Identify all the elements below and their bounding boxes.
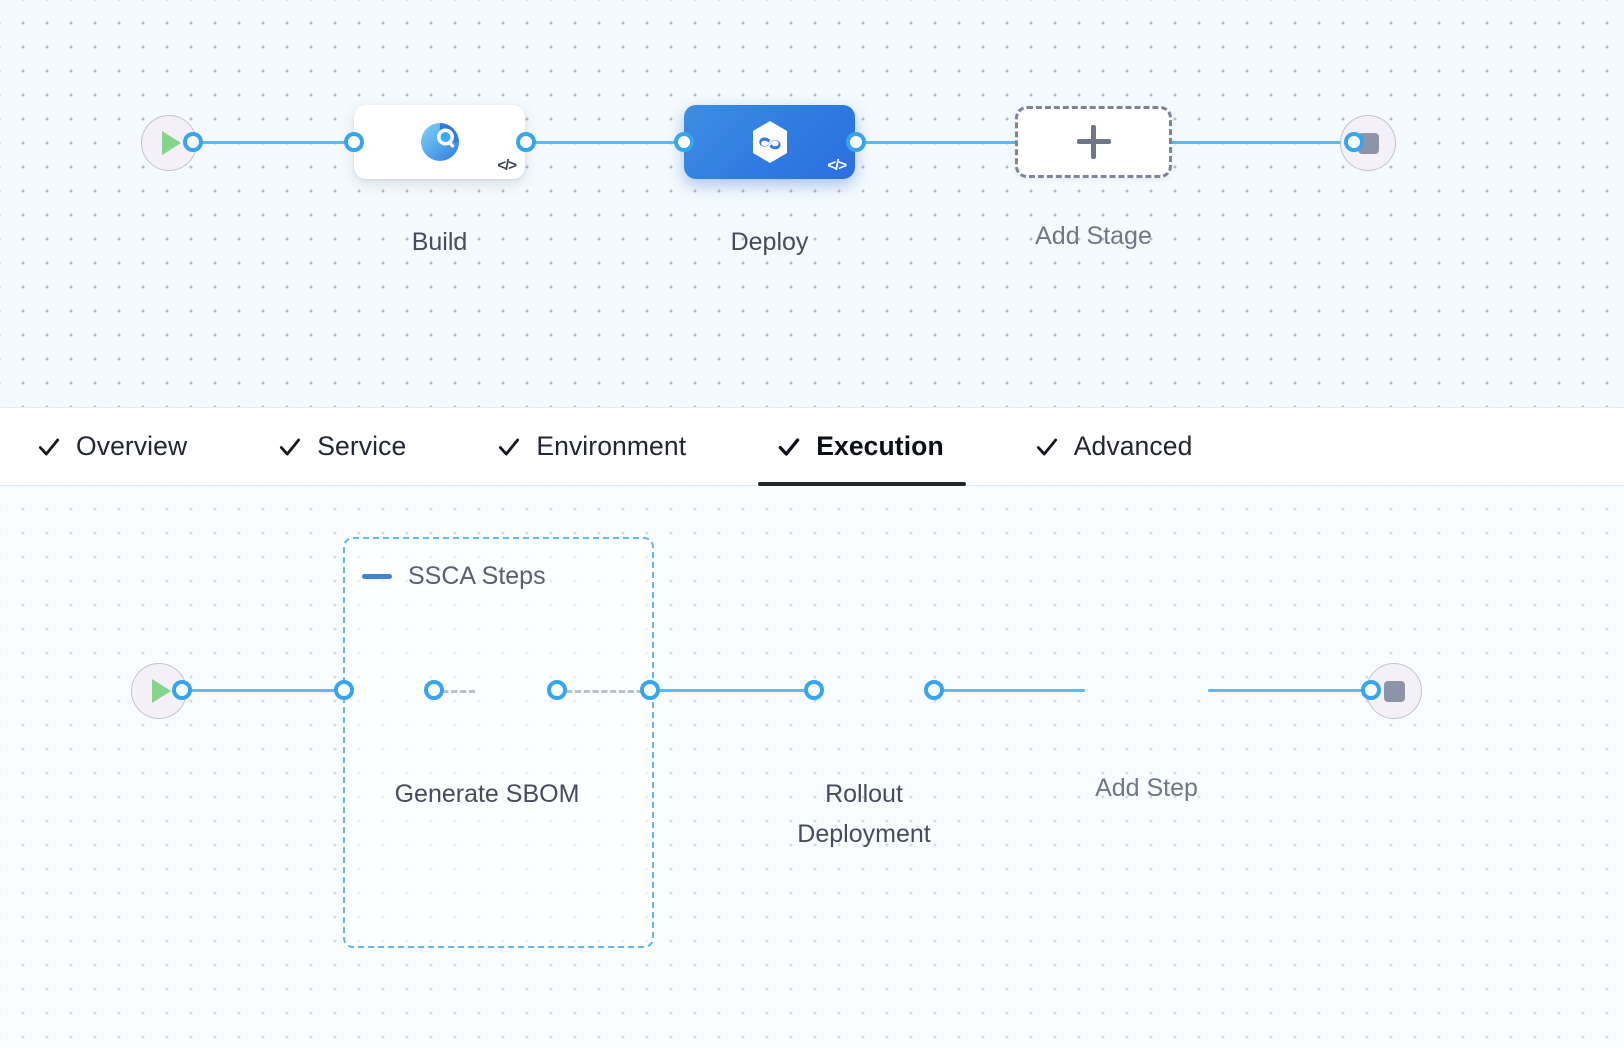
steps-end-port[interactable] (1361, 680, 1381, 700)
stop-icon (1383, 680, 1405, 702)
tab-label-advanced: Advanced (1073, 431, 1193, 461)
add-stage-label: Add Stage (1035, 222, 1152, 250)
play-icon (162, 131, 181, 155)
link-add-to-end (1168, 141, 1353, 144)
link-group-in-to-sbom (432, 690, 476, 693)
check-icon (778, 437, 800, 456)
add-step-label: Add Step (1095, 774, 1198, 802)
step-label-rollout-deployment: Rollout Deployment (797, 780, 931, 848)
deploy-port-out[interactable] (846, 132, 866, 152)
generate-sbom-port-in[interactable] (424, 680, 444, 700)
check-icon (280, 438, 301, 455)
tab-label-overview: Overview (76, 431, 188, 461)
stage-config-tabs[interactable]: Overview Service Environment Execution A (0, 408, 1624, 486)
build-pie-search-icon (420, 123, 459, 161)
build-port-in[interactable] (344, 132, 364, 152)
generate-sbom-port-out[interactable] (547, 680, 567, 700)
step-group-ssca-steps[interactable] (343, 537, 654, 948)
stage-card-build[interactable]: </> (354, 105, 525, 179)
group-port-out[interactable] (640, 680, 660, 700)
link-group-to-rollout (648, 689, 813, 692)
plus-icon (1076, 125, 1111, 159)
link-build-to-deploy (525, 141, 687, 144)
play-icon (152, 679, 171, 703)
tab-environment[interactable]: Environment (494, 408, 688, 486)
build-port-out[interactable] (516, 132, 536, 152)
tab-execution[interactable]: Execution (758, 408, 966, 486)
check-icon (38, 438, 60, 455)
group-port-in[interactable] (334, 680, 354, 700)
tab-label-environment: Environment (536, 431, 687, 461)
build-code-badge[interactable]: </> (497, 157, 517, 174)
tab-label-service: Service (317, 431, 407, 461)
tab-overview[interactable]: Overview (34, 408, 189, 486)
stage-end-port[interactable] (1344, 132, 1364, 152)
step-label-generate-sbom: Generate SBOM (394, 780, 580, 808)
execution-steps-canvas[interactable]: SSCA Steps (0, 486, 1624, 1048)
rollout-port-in[interactable] (804, 680, 824, 700)
link-add-to-end (1208, 689, 1373, 692)
stage-label-build: Build (411, 228, 468, 256)
tab-advanced[interactable]: Advanced (1032, 408, 1195, 486)
step-group-title: SSCA Steps (408, 562, 546, 590)
harness-hexagon-infinity-icon (752, 121, 787, 163)
add-stage-button[interactable] (1015, 106, 1172, 178)
stage-canvas[interactable]: </> Build </> Deploy Add Stage (0, 0, 1624, 408)
link-deploy-to-add (849, 141, 1019, 144)
tab-service[interactable]: Service (275, 408, 408, 486)
link-sbom-to-group-out (556, 690, 648, 693)
check-icon (1036, 438, 1057, 455)
minus-icon[interactable] (362, 574, 392, 579)
stage-label-deploy: Deploy (730, 228, 809, 256)
tab-label-execution: Execution (816, 431, 944, 461)
link-start-to-group (180, 689, 343, 692)
link-rollout-to-add (925, 689, 1085, 692)
steps-start-port[interactable] (172, 680, 192, 700)
link-start-to-build (192, 141, 354, 144)
start-node-port[interactable] (183, 132, 203, 152)
check-icon (499, 438, 520, 455)
step-group-header[interactable]: SSCA Steps (362, 562, 546, 591)
rollout-port-out[interactable] (924, 680, 944, 700)
deploy-code-badge[interactable]: </> (827, 157, 847, 174)
stage-card-deploy[interactable]: </> (684, 105, 855, 179)
deploy-port-in[interactable] (674, 132, 694, 152)
